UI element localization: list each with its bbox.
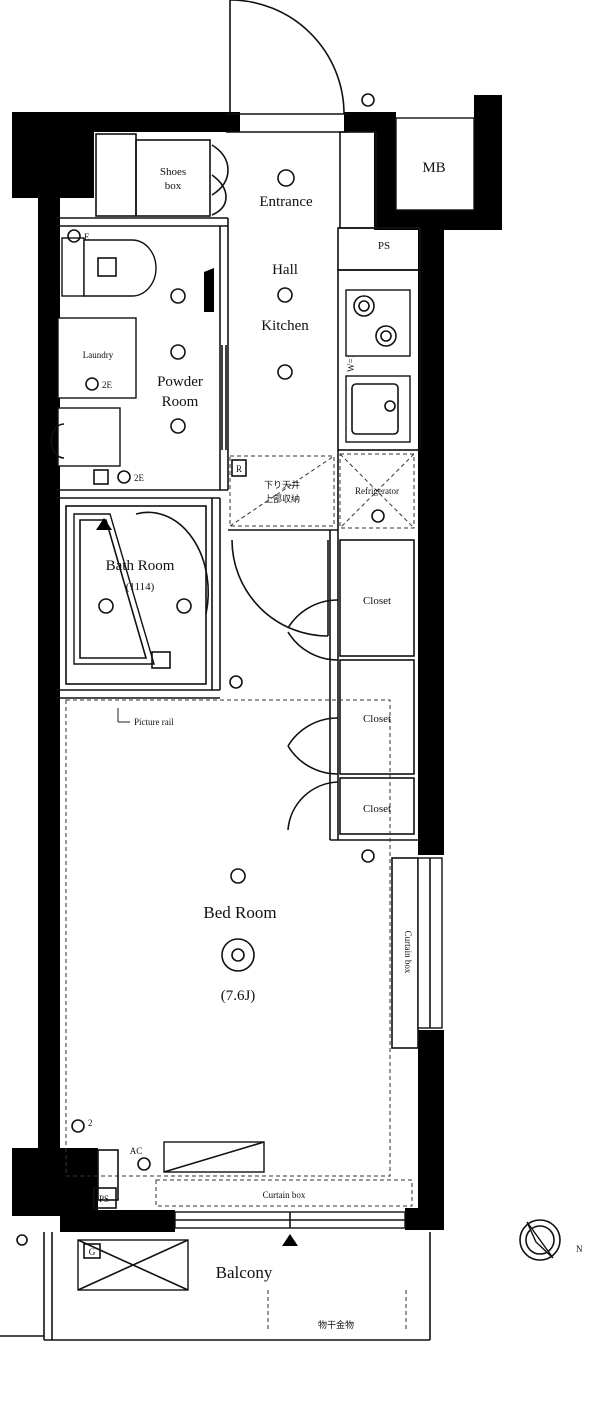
bedroom-door [229, 539, 329, 689]
entry-arrow-icon [282, 1234, 298, 1246]
light-icon [277, 364, 293, 380]
mb-box: MB [361, 93, 475, 211]
washbasin [57, 407, 121, 467]
light-icon [170, 288, 186, 304]
closets: Closet Closet Closet [287, 539, 415, 835]
bathtub [73, 513, 155, 665]
mirror-mark [204, 268, 214, 312]
powder-room-area: E Laundry 2E Powder Room 2E [50, 229, 227, 485]
toilet-tank [61, 237, 85, 297]
shoes-box-label-2: box [165, 180, 182, 192]
ps-top-label: PS [378, 240, 390, 252]
storage-label-1: 下り天井 [264, 479, 300, 490]
interior-partitions [56, 131, 421, 841]
light-icon [230, 868, 246, 884]
picture-rail-label: Picture rail [134, 717, 174, 727]
bed-room-size-label: (7.6J) [221, 988, 256, 1004]
light-icon [277, 169, 295, 187]
compass-north-label: N [576, 1244, 583, 1254]
bath-room-label: Bath Room [106, 558, 175, 574]
kitchen-label: Kitchen [261, 318, 309, 334]
storage-label-2: 上部収納 [264, 493, 300, 504]
compass-icon: N [519, 1219, 583, 1261]
mb-label: MB [422, 160, 445, 176]
powder-room-label-2: Room [162, 394, 199, 410]
curtain-box-side-label: Curtain box [403, 931, 413, 974]
ps-bottom-label: PS [99, 1194, 109, 1204]
ceiling-light-icon [221, 938, 255, 972]
stove-icon [345, 289, 411, 357]
bed-room-label: Bed Room [203, 903, 276, 922]
e-mark-3: 2E [134, 473, 145, 483]
kitchen-area: Hall Kitchen W=1,350 R 下り天井 上部収納 Refrige… [229, 262, 415, 529]
ac-label: AC [130, 1146, 143, 1156]
bath-size-label: (1114) [126, 581, 155, 593]
laundry-pan [57, 317, 137, 399]
refrigerator-label: Refrigerator [355, 486, 399, 496]
toilet-icon [83, 239, 157, 297]
e-mark-4: 2 [88, 1118, 93, 1128]
powder-room-label-1: Powder [157, 374, 203, 390]
entrance-area: Shoes box Entrance PS [160, 144, 390, 252]
entrance-door [226, 0, 348, 133]
light-icon [176, 598, 192, 614]
closet-label-1: Closet [363, 595, 391, 607]
light-icon [277, 287, 293, 303]
refrigerator-space [339, 453, 415, 529]
bath-room: Bath Room (1114) [65, 505, 210, 685]
sink-icon [345, 375, 411, 443]
laundry-label: Laundry [83, 350, 114, 360]
light-icon [170, 344, 186, 360]
r-mark: R [236, 464, 242, 474]
entrance-label: Entrance [259, 194, 313, 210]
hall-label: Hall [272, 262, 298, 278]
closet-label-3: Closet [363, 803, 391, 815]
e-mark-2: 2E [102, 380, 113, 390]
shoes-box-label-1: Shoes [160, 166, 186, 178]
closet-label-2: Closet [363, 713, 391, 725]
balcony: G Balcony 物干金物 [0, 1232, 431, 1341]
e-mark: E [84, 232, 90, 242]
bed-room: Bed Room (7.6J) Curtain box 2 AC [65, 699, 443, 1177]
picture-rail: Picture rail [117, 708, 174, 727]
balcony-jp-label: 物干金物 [318, 1319, 354, 1330]
light-icon [98, 598, 114, 614]
light-icon [170, 418, 186, 434]
balcony-label: Balcony [216, 1263, 273, 1282]
curtain-box-bottom-label: Curtain box [263, 1190, 306, 1200]
bottom-window: PS Curtain box [93, 1149, 413, 1246]
g-mark: G [89, 1247, 96, 1257]
meter-icon [361, 93, 375, 107]
